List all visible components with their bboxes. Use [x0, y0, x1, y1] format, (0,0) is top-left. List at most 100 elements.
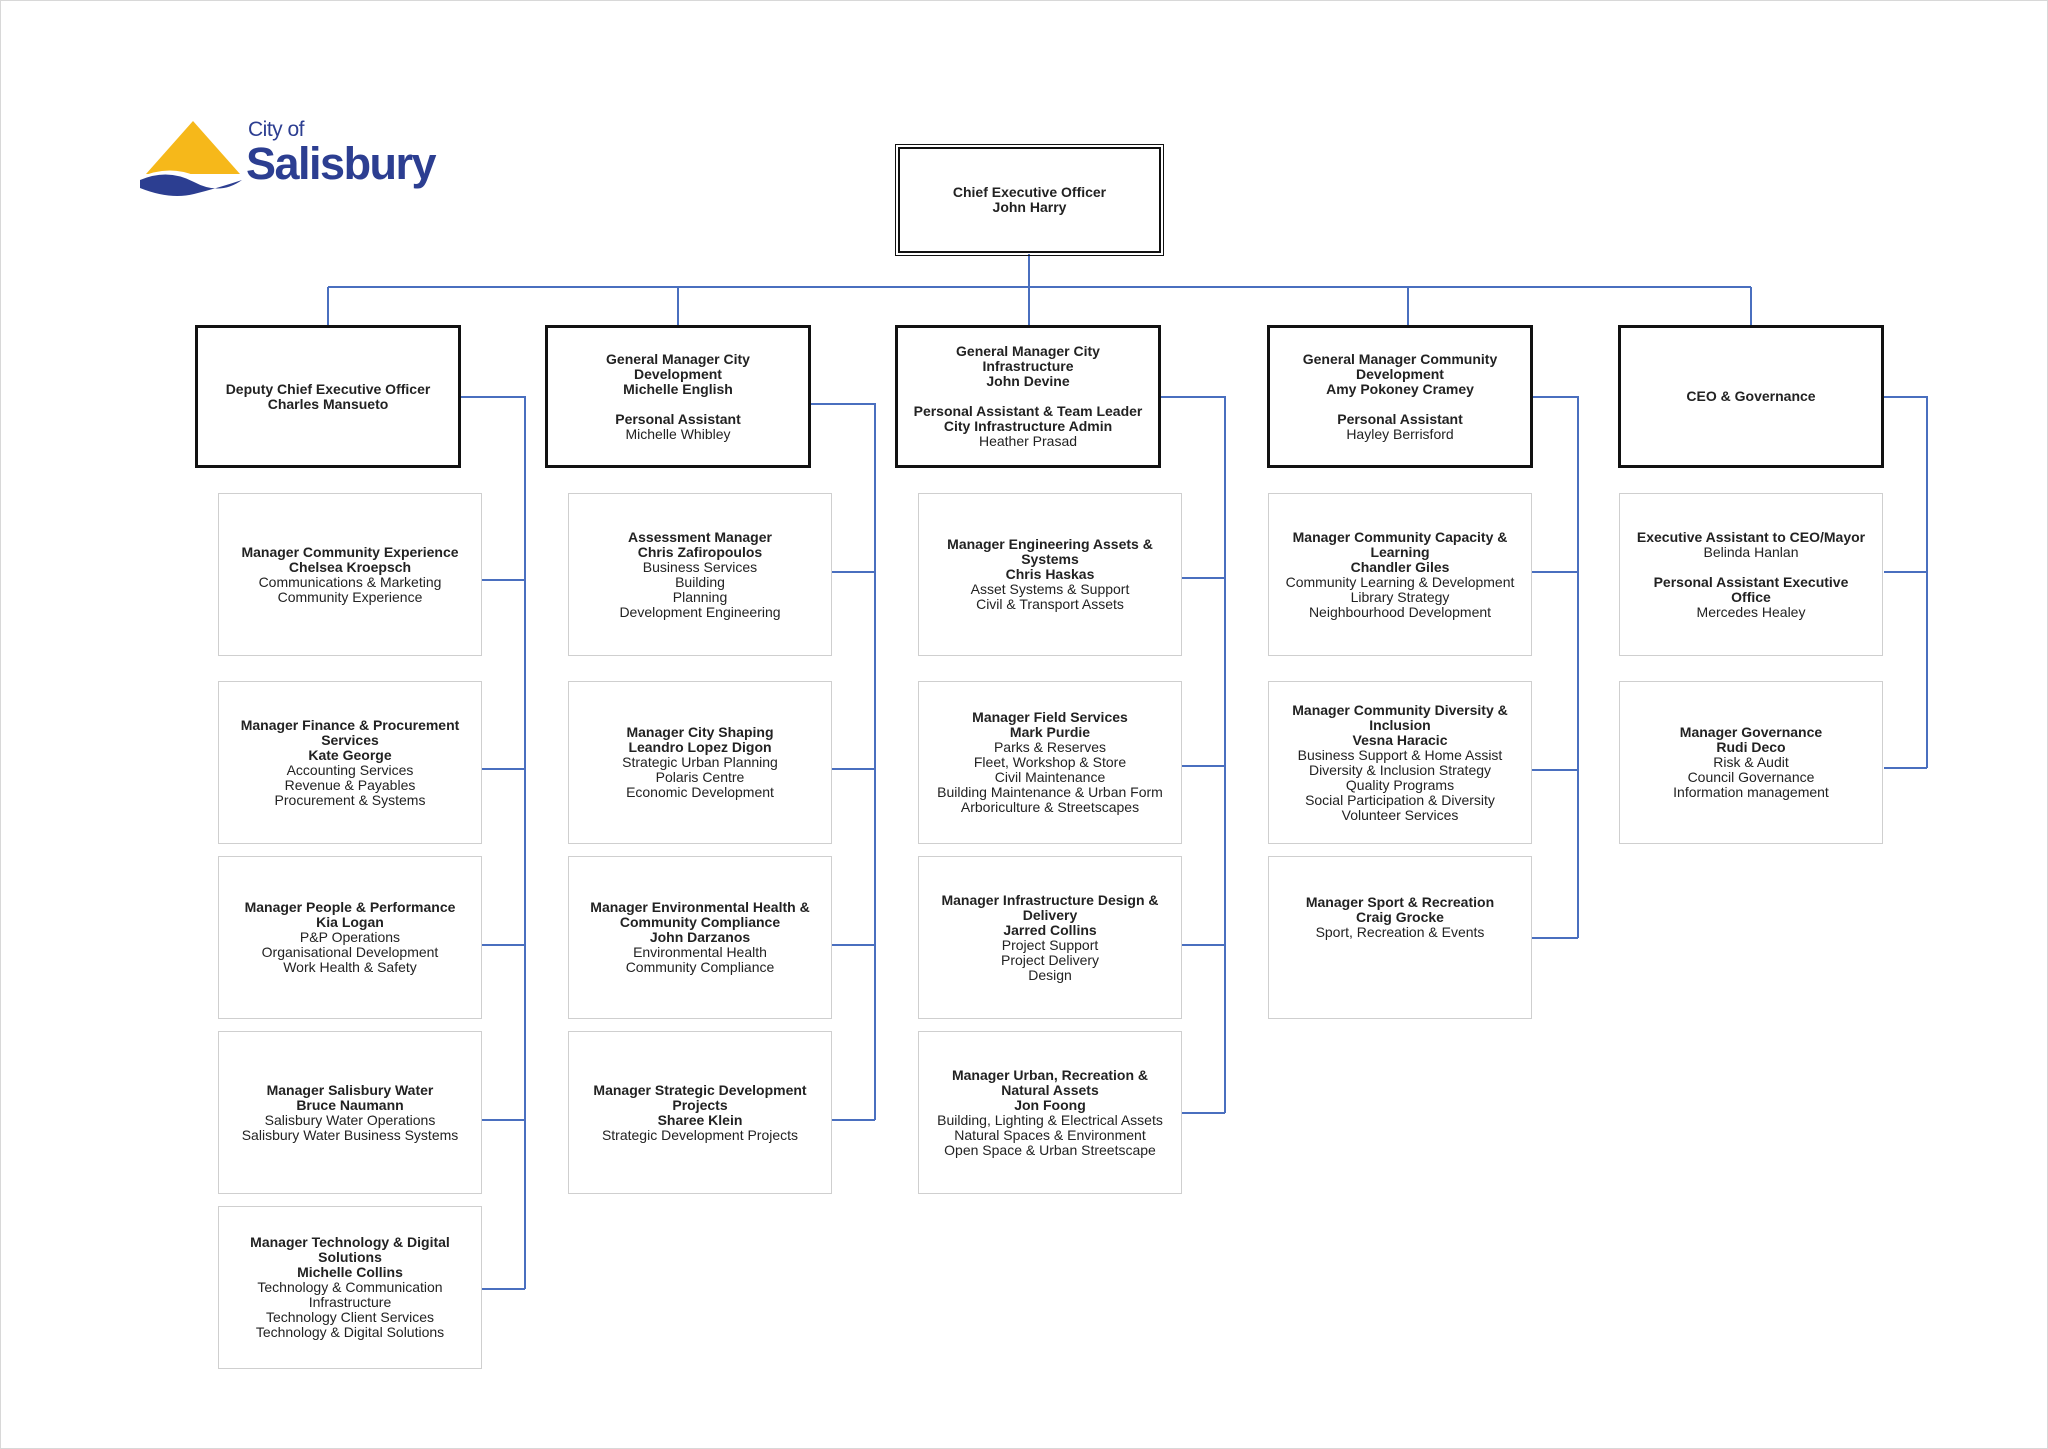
- manager-name: Michelle Collins: [297, 1264, 403, 1280]
- manager-item: Organisational Development: [261, 944, 439, 960]
- manager-item: Volunteer Services: [1341, 806, 1459, 823]
- manager-title: Manager Urban, Recreation & Natural Asse…: [951, 1066, 1149, 1098]
- logo-text-city-of: City of: [248, 118, 305, 141]
- manager-box-urban-recreation: Manager Urban, Recreation & Natural Asse…: [918, 1031, 1182, 1194]
- ceo-box: Chief Executive Officer John Harry: [895, 144, 1164, 256]
- manager-item: Development Engineering: [619, 603, 781, 620]
- manager-name: Jon Foong: [1014, 1096, 1086, 1113]
- manager-item: Procurement & Systems: [274, 791, 426, 808]
- division-title: General Manager City Infrastructure: [956, 343, 1100, 374]
- division-title: CEO & Governance: [1686, 388, 1816, 404]
- division-head-name: John Devine: [986, 373, 1070, 389]
- manager-box-people-performance: Manager People & Performance Kia Logan P…: [218, 856, 482, 1019]
- manager-name: Kate George: [308, 746, 392, 763]
- manager-item: Asset Systems & Support: [970, 581, 1130, 597]
- ceo-name: John Harry: [992, 199, 1067, 215]
- manager-title: Assessment Manager: [628, 528, 772, 545]
- manager-title: Manager People & Performance: [244, 899, 456, 915]
- manager-item: Library Strategy: [1350, 588, 1450, 605]
- assistant-name: Michelle Whibley: [625, 425, 731, 442]
- manager-item: Arboriculture & Streetscapes: [960, 799, 1140, 815]
- manager-item: Business Support & Home Assist: [1297, 746, 1503, 763]
- manager-box-environmental-health: Manager Environmental Health & Community…: [568, 856, 832, 1019]
- manager-title: Manager Technology & Digital Solutions: [250, 1234, 450, 1265]
- pa-exec-office-title: Personal Assistant Executive Office: [1653, 573, 1849, 605]
- manager-title: Manager Community Experience: [241, 543, 459, 560]
- manager-name: Chris Zafiropoulos: [637, 543, 763, 560]
- executive-assistant-box: Executive Assistant to CEO/Mayor Belinda…: [1619, 493, 1883, 656]
- manager-item: Civil & Transport Assets: [976, 596, 1124, 612]
- manager-box-field-services: Manager Field Services Mark Purdie Parks…: [918, 681, 1182, 844]
- assistant-title: Personal Assistant & Team Leader City In…: [913, 403, 1143, 434]
- manager-item: Polaris Centre: [655, 769, 745, 785]
- manager-name: Craig Grocke: [1356, 909, 1444, 925]
- manager-item: Building: [675, 573, 725, 590]
- manager-item: Planning: [672, 588, 728, 605]
- manager-title: Manager Sport & Recreation: [1305, 894, 1495, 910]
- assistant-name: Heather Prasad: [978, 433, 1078, 449]
- manager-item: Sport, Recreation & Events: [1315, 924, 1485, 940]
- manager-name: Vesna Haracic: [1352, 731, 1448, 748]
- manager-name: Mark Purdie: [1009, 724, 1091, 740]
- manager-title: Manager Environmental Health & Community…: [590, 899, 810, 930]
- manager-item: Fleet, Workshop & Store: [973, 754, 1127, 770]
- manager-item: Community Experience: [277, 588, 423, 605]
- manager-item: Project Delivery: [1000, 951, 1100, 968]
- assistant-title: Personal Assistant: [1337, 410, 1463, 427]
- manager-name: Jarred Collins: [1003, 921, 1097, 938]
- division-head-name: Charles Mansueto: [267, 395, 389, 412]
- city-of-salisbury-logo: City of Salisbury: [138, 116, 437, 206]
- manager-title: Manager City Shaping: [626, 724, 774, 740]
- manager-item: Strategic Development Projects: [601, 1126, 799, 1143]
- division-box-community-development: General Manager Community Development Am…: [1267, 325, 1533, 468]
- manager-name: Sharee Klein: [657, 1111, 743, 1128]
- division-head-name: Amy Pokoney Cramey: [1326, 380, 1474, 397]
- manager-box-sport-recreation: Manager Sport & Recreation Craig Grocke …: [1268, 856, 1532, 1019]
- division-box-deputy-ceo: Deputy Chief Executive Officer Charles M…: [195, 325, 461, 468]
- manager-box-governance: Manager Governance Rudi Deco Risk & Audi…: [1619, 681, 1883, 844]
- manager-title: Manager Community Diversity & Inclusion: [1292, 701, 1508, 733]
- division-box-city-infrastructure: General Manager City Infrastructure John…: [895, 325, 1161, 468]
- manager-box-community-diversity: Manager Community Diversity & Inclusion …: [1268, 681, 1532, 844]
- exec-assistant-name: Belinda Hanlan: [1703, 543, 1799, 560]
- manager-item: Project Support: [1001, 936, 1099, 953]
- manager-item: Community Learning & Development: [1285, 573, 1515, 590]
- logo-text-salisbury: Salisbury: [246, 138, 437, 189]
- manager-name: John Darzanos: [649, 929, 751, 945]
- manager-item: P&P Operations: [299, 929, 401, 945]
- manager-item: Communications & Marketing: [258, 573, 442, 590]
- manager-name: Leandro Lopez Digon: [628, 739, 772, 755]
- manager-name: Chelsea Kroepsch: [288, 558, 412, 575]
- manager-item: Revenue & Payables: [284, 776, 416, 793]
- manager-name: Bruce Naumann: [296, 1096, 404, 1113]
- manager-item: Work Health & Safety: [283, 959, 417, 975]
- manager-item: Design: [1028, 966, 1072, 983]
- manager-item: Open Space & Urban Streetscape: [944, 1141, 1156, 1158]
- pa-exec-office-name: Mercedes Healey: [1696, 603, 1806, 620]
- manager-box-infrastructure-design: Manager Infrastructure Design & Delivery…: [918, 856, 1182, 1019]
- division-box-ceo-governance: CEO & Governance: [1618, 325, 1884, 468]
- ceo-title: Chief Executive Officer: [952, 184, 1107, 200]
- manager-item: Building, Lighting & Electrical Assets: [937, 1111, 1163, 1128]
- manager-name: Chris Haskas: [1005, 566, 1095, 582]
- manager-item: Technology & Digital Solutions: [255, 1324, 445, 1340]
- manager-name: Kia Logan: [316, 914, 384, 930]
- manager-box-engineering-assets: Manager Engineering Assets & Systems Chr…: [918, 493, 1182, 656]
- manager-box-technology-digital: Manager Technology & Digital Solutions M…: [218, 1206, 482, 1369]
- manager-item: Salisbury Water Business Systems: [241, 1126, 459, 1143]
- manager-box-community-experience: Manager Community Experience Chelsea Kro…: [218, 493, 482, 656]
- division-title: Deputy Chief Executive Officer: [225, 380, 431, 397]
- manager-item: Natural Spaces & Environment: [954, 1126, 1146, 1143]
- manager-title: Manager Field Services: [972, 709, 1128, 725]
- logo-mark-icon: [138, 121, 248, 196]
- manager-item: Social Participation & Diversity: [1305, 791, 1495, 808]
- manager-item: Technology Client Services: [265, 1309, 435, 1325]
- manager-item: Salisbury Water Operations: [264, 1111, 436, 1128]
- manager-item: Risk & Audit: [1713, 754, 1789, 770]
- division-title: General Manager City Development: [606, 350, 750, 382]
- assistant-title: Personal Assistant: [615, 410, 741, 427]
- manager-item: Parks & Reserves: [993, 739, 1107, 755]
- assistant-name: Hayley Berrisford: [1346, 425, 1454, 442]
- manager-item: Civil Maintenance: [994, 769, 1106, 785]
- manager-title: Manager Salisbury Water: [266, 1081, 434, 1098]
